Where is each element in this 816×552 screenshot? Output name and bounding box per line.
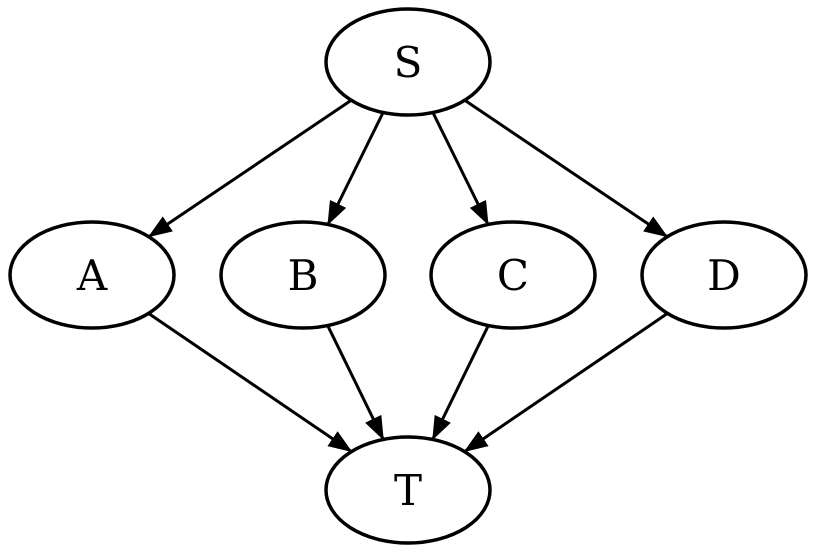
node-label-T: T xyxy=(394,466,422,515)
edge-D-T xyxy=(463,312,669,453)
edge-C-T xyxy=(431,324,490,441)
node-label-A: A xyxy=(76,251,108,300)
nodes-layer: S A B C D T xyxy=(8,7,808,545)
node-ellipse-S xyxy=(324,7,492,117)
node-label-B: B xyxy=(288,251,319,300)
node-ellipse-B xyxy=(219,220,387,330)
node-ellipse-D xyxy=(640,220,808,330)
node-ellipse-A xyxy=(8,220,176,330)
edge-S-C xyxy=(431,111,490,226)
edge-A-T xyxy=(147,312,353,453)
edges-layer xyxy=(147,99,669,453)
edge-S-B xyxy=(326,111,385,226)
edge-S-D xyxy=(463,99,669,238)
node-label-D: D xyxy=(707,251,741,300)
node-ellipse-C xyxy=(429,220,597,330)
node-label-C: C xyxy=(497,251,529,300)
edge-S-A xyxy=(147,99,353,238)
edge-B-T xyxy=(326,324,385,441)
node-ellipse-T xyxy=(324,435,492,545)
node-label-S: S xyxy=(394,38,423,87)
